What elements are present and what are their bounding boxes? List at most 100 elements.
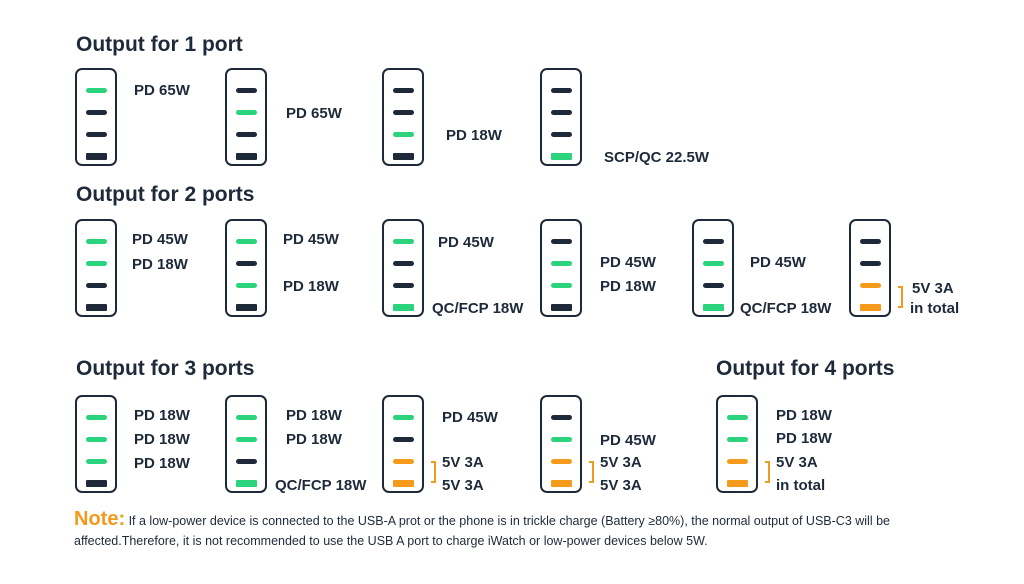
usb-a-port-4-active [393, 304, 414, 311]
output-label: PD 18W [134, 407, 190, 424]
charger-2p-f [849, 219, 891, 317]
usb-a-port-4-shared [727, 480, 748, 487]
note-block: Note: If a low-power device is connected… [74, 509, 974, 551]
output-label: PD 45W [132, 231, 188, 248]
usb-c-port-3-idle [393, 283, 414, 288]
charger-3p-c [382, 395, 424, 493]
usb-c-port-3-shared [393, 459, 414, 464]
output-label: PD 45W [750, 254, 806, 271]
usb-a-port-4-shared [860, 304, 881, 311]
charger-2p-a [75, 219, 117, 317]
output-label: PD 18W [600, 278, 656, 295]
shared-output-bracket [898, 286, 903, 308]
output-label: PD 18W [776, 407, 832, 424]
usb-a-port-4-idle [86, 304, 107, 311]
charger-4p-a [716, 395, 758, 493]
output-label: PD 45W [283, 231, 339, 248]
heading-four-ports: Output for 4 ports [716, 357, 895, 380]
charger-1p-c [382, 68, 424, 166]
usb-a-port-4-active [551, 153, 572, 160]
usb-c-port-1-idle [551, 88, 572, 93]
charger-1p-a [75, 68, 117, 166]
usb-c-port-1-idle [551, 239, 572, 244]
usb-c-port-3-shared [551, 459, 572, 464]
heading-three-ports: Output for 3 ports [76, 357, 255, 380]
usb-c-port-1-active [236, 239, 257, 244]
usb-c-port-1-active [393, 415, 414, 420]
output-label: PD 45W [438, 234, 494, 251]
usb-c-port-3-active [86, 459, 107, 464]
usb-c-port-1-idle [860, 239, 881, 244]
usb-a-port-4-shared [393, 480, 414, 487]
usb-c-port-3-active [551, 283, 572, 288]
usb-c-port-3-idle [86, 132, 107, 137]
output-label: PD 18W [286, 407, 342, 424]
charger-3p-d [540, 395, 582, 493]
usb-a-port-4-active [236, 480, 257, 487]
charger-2p-d [540, 219, 582, 317]
output-label: PD 18W [134, 455, 190, 472]
output-label: PD 65W [286, 105, 342, 122]
output-label: PD 18W [132, 256, 188, 273]
shared-output-bracket [589, 461, 594, 483]
usb-c-port-2-idle [551, 110, 572, 115]
output-label: PD 18W [446, 127, 502, 144]
shared-output-bracket [765, 461, 770, 483]
output-label: in total [910, 300, 960, 317]
output-label: PD 18W [286, 431, 342, 448]
charger-3p-b [225, 395, 267, 493]
output-label: 5V 3A [600, 454, 642, 471]
usb-c-port-1-active [393, 239, 414, 244]
charger-1p-b [225, 68, 267, 166]
note-tag: Note: [74, 508, 126, 530]
output-label: 5V 3A [442, 477, 484, 494]
output-label: 5V 3A [442, 454, 484, 471]
usb-c-port-2-idle [236, 261, 257, 266]
usb-c-port-2-active [236, 437, 257, 442]
usb-c-port-2-idle [86, 110, 107, 115]
output-label: 5V 3A [912, 280, 954, 297]
usb-c-port-1-idle [393, 88, 414, 93]
usb-c-port-2-active [86, 437, 107, 442]
charger-3p-a [75, 395, 117, 493]
usb-a-port-4-active [703, 304, 724, 311]
usb-c-port-2-active [236, 110, 257, 115]
heading-two-ports: Output for 2 ports [76, 183, 255, 206]
usb-c-port-3-idle [703, 283, 724, 288]
usb-c-port-2-active [86, 261, 107, 266]
usb-c-port-1-idle [551, 415, 572, 420]
usb-a-port-4-idle [551, 304, 572, 311]
output-label: PD 45W [600, 254, 656, 271]
output-label: PD 18W [134, 431, 190, 448]
output-label: SCP/QC 22.5W [604, 149, 710, 166]
usb-a-port-4-idle [393, 153, 414, 160]
usb-c-port-3-idle [86, 283, 107, 288]
output-label: PD 18W [776, 430, 832, 447]
usb-c-port-2-idle [393, 261, 414, 266]
output-label: PD 18W [283, 278, 339, 295]
usb-c-port-2-active [551, 437, 572, 442]
output-label: PD 65W [134, 82, 190, 99]
note-text: If a low-power device is connected to th… [74, 514, 890, 548]
usb-c-port-1-active [86, 415, 107, 420]
usb-c-port-3-idle [236, 132, 257, 137]
usb-c-port-3-idle [551, 132, 572, 137]
usb-c-port-2-active [727, 437, 748, 442]
output-label: QC/FCP 18W [275, 477, 367, 494]
output-label: 5V 3A [600, 477, 642, 494]
heading-one-port: Output for 1 port [76, 33, 243, 56]
usb-c-port-3-idle [236, 459, 257, 464]
charger-2p-e [692, 219, 734, 317]
output-label: QC/FCP 18W [740, 300, 832, 317]
usb-c-port-1-idle [703, 239, 724, 244]
usb-a-port-4-idle [86, 153, 107, 160]
output-label: PD 45W [442, 409, 498, 426]
usb-c-port-1-active [86, 239, 107, 244]
usb-a-port-4-idle [86, 480, 107, 487]
usb-c-port-3-shared [727, 459, 748, 464]
usb-c-port-2-active [551, 261, 572, 266]
usb-a-port-4-shared [551, 480, 572, 487]
charger-2p-b [225, 219, 267, 317]
usb-a-port-4-idle [236, 304, 257, 311]
usb-c-port-2-active [703, 261, 724, 266]
